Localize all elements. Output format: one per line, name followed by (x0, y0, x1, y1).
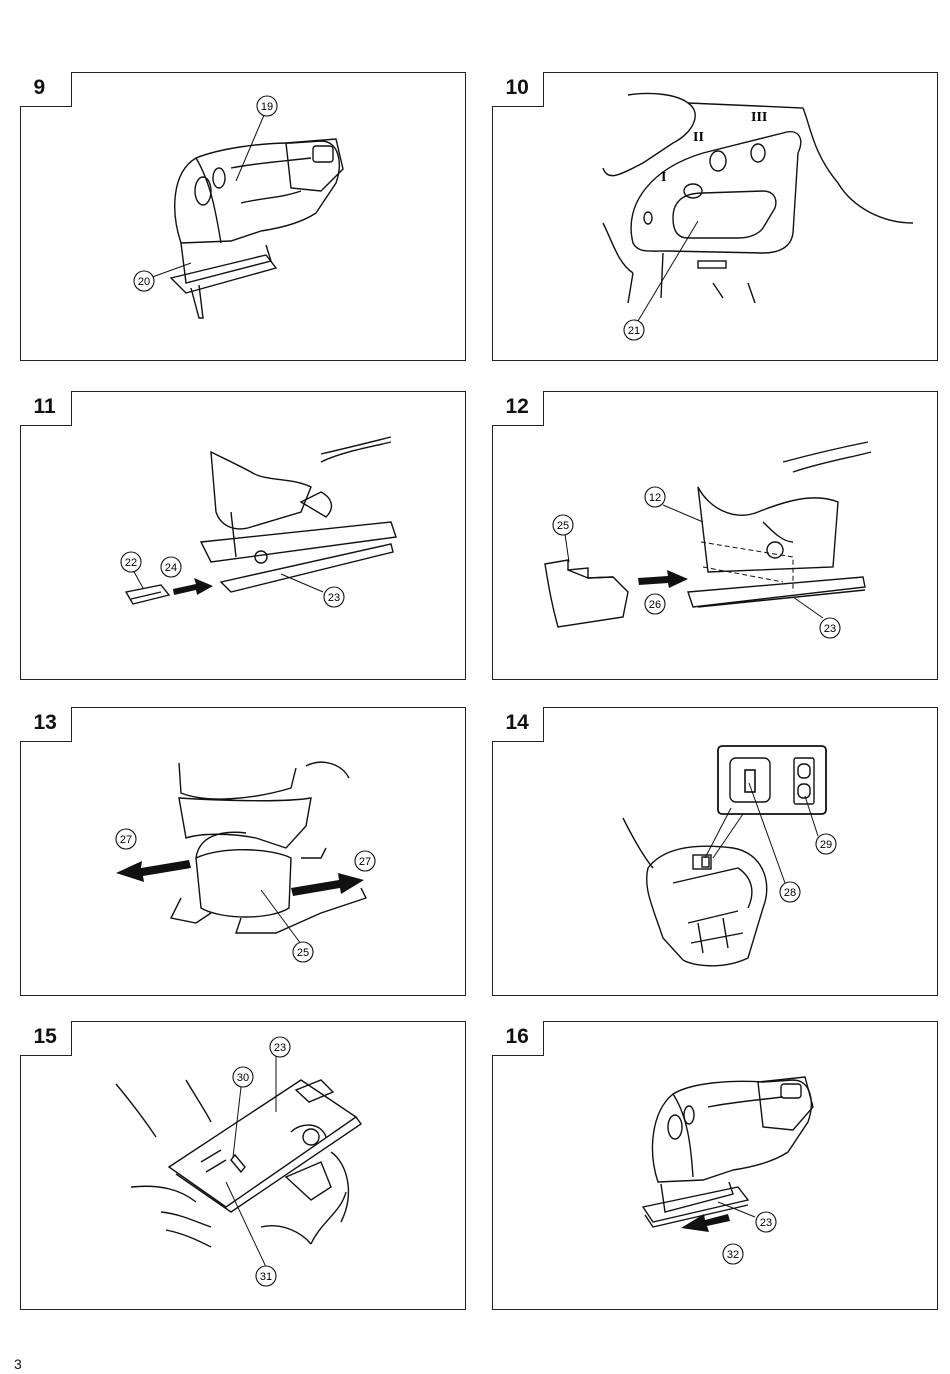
pull-arrow (681, 1214, 730, 1232)
svg-text:12: 12 (649, 492, 661, 504)
callout-24: 24 (160, 556, 182, 578)
svg-text:19: 19 (261, 101, 273, 113)
figure-15-illustration: 23 30 31 (115, 1036, 362, 1287)
svg-text:20: 20 (138, 276, 150, 288)
callout-29: 29 (815, 833, 837, 855)
svg-text:32: 32 (727, 1249, 739, 1261)
figure-9-tab: 9 (19, 71, 72, 107)
figure-15-tab: 15 (19, 1020, 72, 1056)
callout-30: 30 (232, 1066, 254, 1088)
callout-27-left: 27 (115, 828, 137, 850)
figure-16-illustration: 23 32 (641, 1076, 814, 1265)
svg-text:30: 30 (237, 1072, 249, 1084)
figure-16-number: 16 (505, 1024, 529, 1048)
figure-10-number: 10 (505, 75, 529, 99)
figure-11-tab: 11 (19, 390, 72, 426)
svg-text:23: 23 (824, 623, 836, 635)
right-arrow (291, 873, 364, 896)
figure-13-number: 13 (33, 710, 57, 734)
callout-20: 20 (133, 270, 155, 292)
left-arrow (116, 860, 191, 882)
figure-10-tab: 10 (491, 71, 544, 107)
svg-text:23: 23 (760, 1217, 772, 1229)
figure-15-panel: 15 23 30 (19, 1020, 466, 1310)
svg-text:22: 22 (125, 557, 137, 569)
svg-text:23: 23 (328, 592, 340, 604)
callout-12: 12 (644, 486, 666, 508)
figure-15-number: 15 (33, 1024, 57, 1048)
insert-arrow (173, 578, 213, 595)
callout-23: 23 (323, 586, 345, 608)
scale-mark-I: I (661, 170, 666, 185)
figure-16-tab: 16 (491, 1020, 544, 1056)
figure-12-illustration: 25 12 26 23 (544, 441, 872, 639)
svg-text:27: 27 (359, 856, 371, 868)
figure-10-panel: 10 I II III 21 (491, 71, 938, 361)
figure-14-panel: 14 28 29 (491, 706, 938, 996)
callout-25: 25 (552, 514, 574, 536)
figure-9-panel: 9 19 20 (19, 71, 466, 361)
callout-23: 23 (819, 617, 841, 639)
callout-22: 22 (120, 551, 142, 573)
scale-mark-III: III (751, 110, 767, 125)
callout-28: 28 (779, 881, 801, 903)
svg-text:27: 27 (120, 834, 132, 846)
callout-25: 25 (292, 941, 314, 963)
svg-text:28: 28 (784, 887, 796, 899)
figure-13-illustration: 27 27 25 (115, 761, 376, 963)
figure-13-tab: 13 (19, 706, 72, 742)
svg-text:24: 24 (165, 562, 177, 574)
figure-14-number: 14 (505, 710, 529, 734)
callout-27-right: 27 (354, 850, 376, 872)
svg-text:21: 21 (628, 325, 640, 337)
svg-text:29: 29 (820, 839, 832, 851)
figure-16-panel: 16 23 32 (491, 1020, 938, 1310)
figure-12-tab: 12 (491, 390, 544, 426)
svg-text:31: 31 (260, 1271, 272, 1283)
page-number: 3 (14, 1356, 22, 1372)
callout-19: 19 (256, 95, 278, 117)
figure-12-number: 12 (505, 394, 529, 418)
figure-11-number: 11 (33, 394, 56, 418)
svg-text:25: 25 (297, 947, 309, 959)
figure-11-illustration: 22 24 23 (120, 436, 397, 608)
figure-14-illustration: 28 29 (622, 745, 837, 967)
callout-31: 31 (255, 1265, 277, 1287)
figure-14-tab: 14 (491, 706, 544, 742)
figure-11-panel: 11 22 24 (19, 390, 466, 680)
callout-21: 21 (623, 319, 645, 341)
slide-arrow (638, 570, 688, 588)
figure-12-panel: 12 25 12 (491, 390, 938, 680)
figure-10-illustration: I II III 21 (602, 92, 914, 341)
figure-9-number: 9 (33, 75, 46, 99)
callout-32: 32 (722, 1243, 744, 1265)
svg-text:25: 25 (557, 520, 569, 532)
callout-23: 23 (755, 1211, 777, 1233)
svg-text:26: 26 (649, 599, 661, 611)
callout-26: 26 (644, 593, 666, 615)
svg-text:23: 23 (274, 1042, 286, 1054)
figure-13-panel: 13 27 27 25 (19, 706, 466, 996)
figure-9-illustration: 19 20 (133, 95, 344, 319)
scale-mark-II: II (693, 130, 704, 145)
callout-23: 23 (269, 1036, 291, 1058)
